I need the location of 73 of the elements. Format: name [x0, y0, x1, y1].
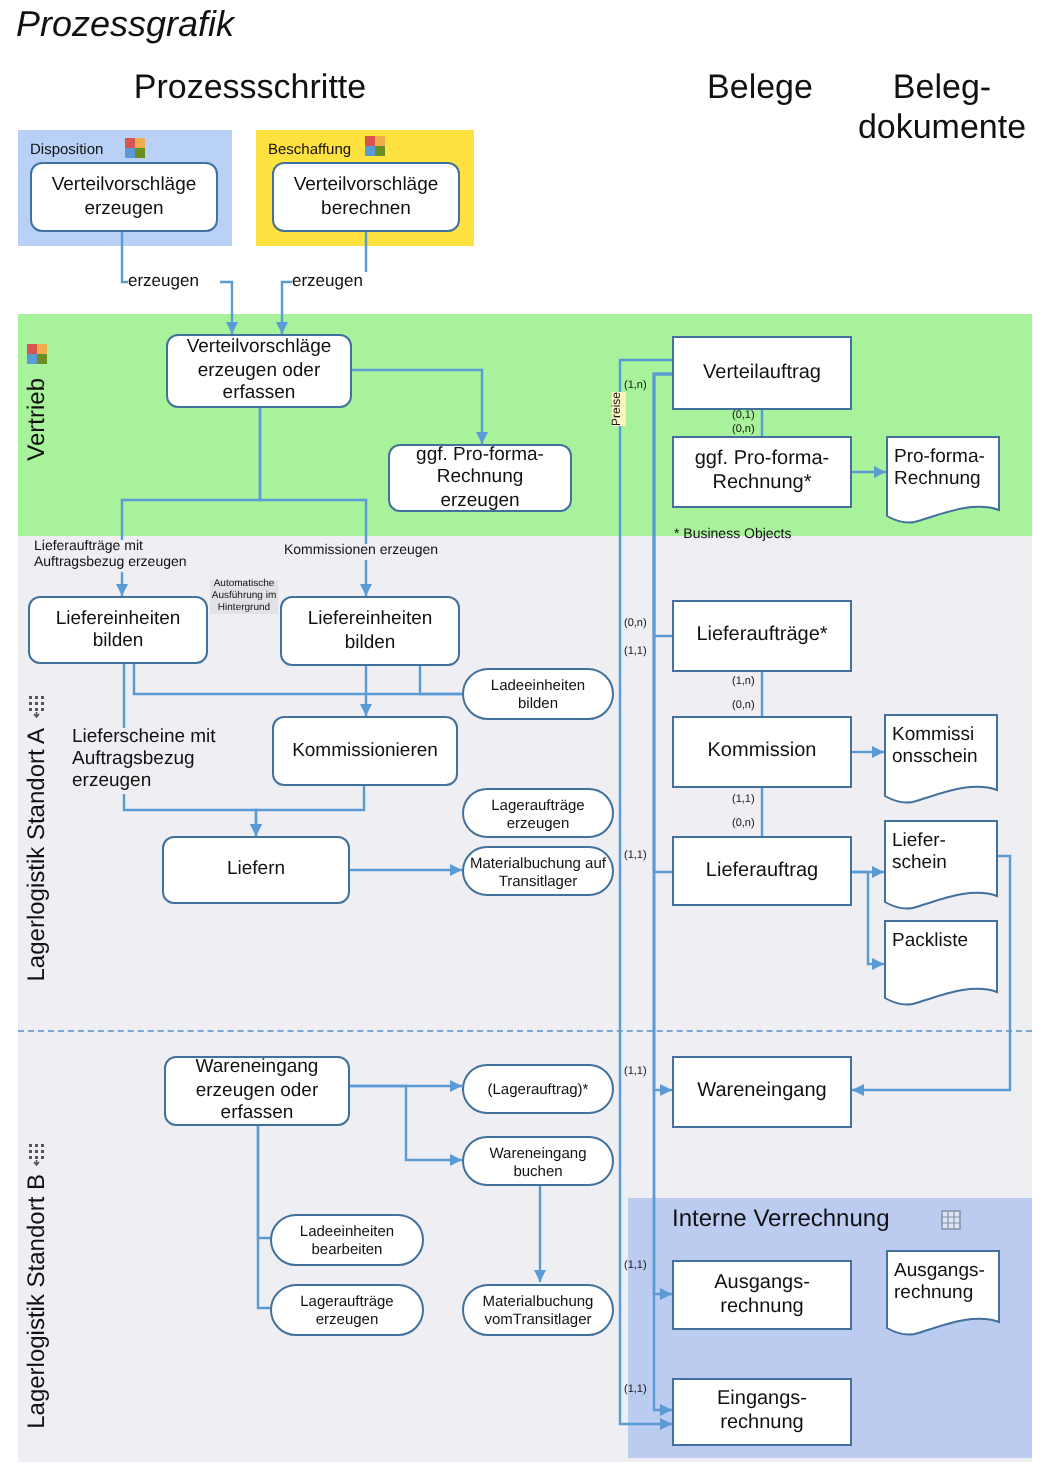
column-heading: Beleg-dokumente	[855, 68, 1029, 147]
connector-arrow	[852, 746, 884, 758]
document-label: Pro-forma-Rechnung	[894, 446, 987, 492]
connector-arrow	[250, 786, 366, 836]
object-label: Verteilauftrag	[703, 361, 821, 385]
swimlane-band	[256, 130, 474, 246]
connector-arrow	[350, 1084, 462, 1166]
process-step-box	[272, 162, 460, 232]
activity-pill	[462, 1064, 614, 1114]
step-label: Verteilvorschläge erzeugen	[49, 174, 199, 220]
edge-label: erzeugen	[128, 272, 220, 292]
activity-pill	[462, 668, 614, 720]
lane-label: Lagerlogistik Standort B	[24, 1174, 48, 1429]
document-label: Liefer- schein	[892, 830, 949, 876]
process-step-box	[272, 716, 458, 786]
step-label: Liefern	[226, 858, 286, 882]
swimlane-band	[18, 130, 232, 246]
document-label: Ausgangs-rechnung	[894, 1260, 987, 1306]
object-label: Lieferaufträge*	[696, 624, 828, 648]
object-label: Wareneingang	[697, 1080, 827, 1104]
process-step-box	[280, 596, 460, 666]
connector-arrow	[534, 1184, 546, 1282]
activity-pill	[270, 1214, 424, 1266]
connector-arrow	[258, 408, 372, 596]
step-label: Verteilvorschläge berechnen	[291, 174, 441, 220]
object-label: ggf. Pro-forma-Rechnung*	[692, 448, 832, 496]
connector-arrow	[618, 358, 672, 1430]
swimlane-band	[628, 1198, 1032, 1458]
connector-arrow	[852, 854, 1012, 1096]
column-heading: Prozessschritte	[131, 68, 369, 108]
object-label: Ausgangs-rechnung	[712, 1271, 812, 1319]
connector-arrow	[418, 666, 462, 696]
activity-pill	[270, 1284, 424, 1336]
business-object-box	[672, 1260, 852, 1330]
business-object-box	[672, 836, 852, 906]
process-step-box	[30, 162, 218, 232]
connector-arrow	[852, 870, 884, 970]
business-object-box	[672, 600, 852, 672]
activity-pill	[462, 788, 614, 838]
business-object-box	[672, 716, 852, 788]
business-object-box	[672, 436, 852, 508]
swimlane-band	[18, 1030, 1032, 1462]
business-object-box	[672, 1056, 852, 1128]
activity-pill	[462, 1136, 614, 1186]
connector-arrow	[350, 864, 462, 876]
business-object-box	[672, 1378, 852, 1446]
step-label: Wareneingang erzeugen oder erfassen	[193, 1056, 321, 1126]
step-label: Liefereinheiten bilden	[53, 607, 183, 653]
step-label: Liefereinheiten bilden	[305, 608, 435, 654]
step-label: Verteilvorschläge erzeugen oder erfassen	[184, 336, 334, 406]
business-object-box	[672, 336, 852, 410]
connector-arrow	[852, 466, 886, 478]
activity-pill	[462, 846, 614, 896]
activity-pill	[462, 1284, 614, 1336]
diagram-title: Prozessgrafik	[16, 4, 235, 46]
lane-label: Lagerlogistik Standort A	[24, 728, 48, 982]
process-step-box	[162, 836, 350, 904]
column-heading: Belege	[705, 68, 815, 108]
process-step-box	[164, 1056, 350, 1126]
process-step-box	[166, 334, 352, 408]
process-step-box	[388, 444, 572, 512]
step-label: ggf. Pro-forma-Rechnung erzeugen	[414, 443, 546, 513]
process-step-box	[28, 596, 208, 664]
object-label: Kommission	[707, 740, 817, 764]
lane-label: Vertrieb	[24, 378, 48, 461]
object-label: Eingangs-rechnung	[714, 1388, 810, 1436]
document-label: Kommissi onsschein	[892, 724, 980, 770]
lane-label: Interne Verrechnung	[672, 1206, 890, 1230]
document-label: Packliste	[892, 930, 969, 953]
step-label: Kommissionieren	[292, 739, 438, 763]
connector-arrow	[352, 368, 488, 444]
connector-arrow	[360, 666, 372, 716]
object-label: Lieferauftrag	[705, 859, 819, 883]
